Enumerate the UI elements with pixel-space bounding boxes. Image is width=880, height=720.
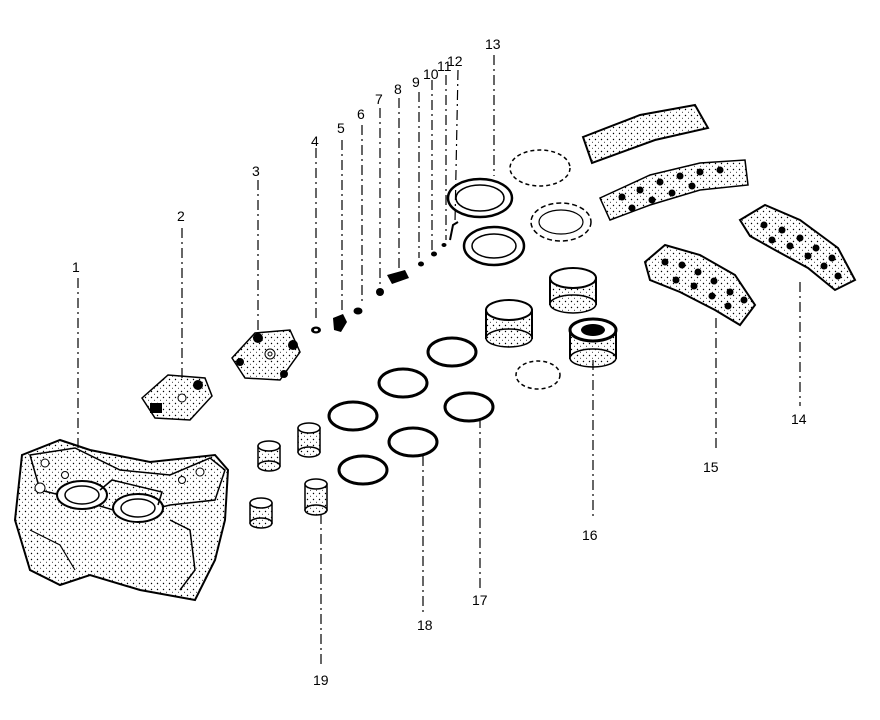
label-8: 8 bbox=[394, 81, 402, 97]
pin-11 bbox=[441, 243, 447, 247]
brake-pad-14 bbox=[738, 203, 857, 292]
piston-c bbox=[568, 317, 618, 368]
label-6: 6 bbox=[357, 106, 365, 122]
label-15: 15 bbox=[703, 459, 719, 475]
label-1: 1 bbox=[72, 259, 80, 275]
piston-a bbox=[485, 299, 533, 348]
top-brake-pad bbox=[581, 103, 749, 221]
bushings-19 bbox=[249, 422, 328, 529]
washer-6 bbox=[353, 307, 363, 315]
label-19: 19 bbox=[313, 672, 329, 688]
brake-pad-15 bbox=[643, 243, 757, 327]
label-16: 16 bbox=[582, 527, 598, 543]
label-10: 10 bbox=[423, 66, 439, 82]
label-9: 9 bbox=[412, 74, 420, 90]
caliper-body bbox=[13, 438, 230, 602]
pistons-16 bbox=[485, 267, 618, 390]
piston-seals bbox=[327, 336, 495, 486]
label-2: 2 bbox=[177, 208, 185, 224]
label-4: 4 bbox=[311, 133, 319, 149]
bushing-d bbox=[304, 478, 328, 516]
part-labels: 1 2 3 4 5 6 7 8 9 10 11 12 13 14 15 16 1… bbox=[72, 36, 807, 688]
bushing-c bbox=[249, 497, 273, 529]
label-12: 12 bbox=[447, 53, 463, 69]
clip-12 bbox=[449, 221, 459, 241]
bushing-a bbox=[257, 440, 281, 472]
label-3: 3 bbox=[252, 163, 260, 179]
washer-9 bbox=[418, 261, 424, 267]
leader-lines bbox=[77, 55, 801, 668]
label-5: 5 bbox=[337, 120, 345, 136]
bolt-8 bbox=[387, 270, 409, 284]
bushing-b bbox=[297, 422, 321, 458]
bolt-5 bbox=[333, 314, 347, 332]
seal-rings bbox=[446, 149, 592, 267]
nut-7 bbox=[376, 288, 384, 296]
piston-b bbox=[549, 267, 597, 314]
cover-plate bbox=[231, 329, 301, 381]
label-13: 13 bbox=[485, 36, 501, 52]
label-7: 7 bbox=[375, 91, 383, 107]
label-17: 17 bbox=[472, 592, 488, 608]
washer-10 bbox=[431, 251, 437, 257]
label-18: 18 bbox=[417, 617, 433, 633]
small-hardware bbox=[311, 221, 459, 334]
label-14: 14 bbox=[791, 411, 807, 427]
bleed-plate bbox=[141, 374, 213, 421]
label-11: 11 bbox=[437, 58, 452, 74]
